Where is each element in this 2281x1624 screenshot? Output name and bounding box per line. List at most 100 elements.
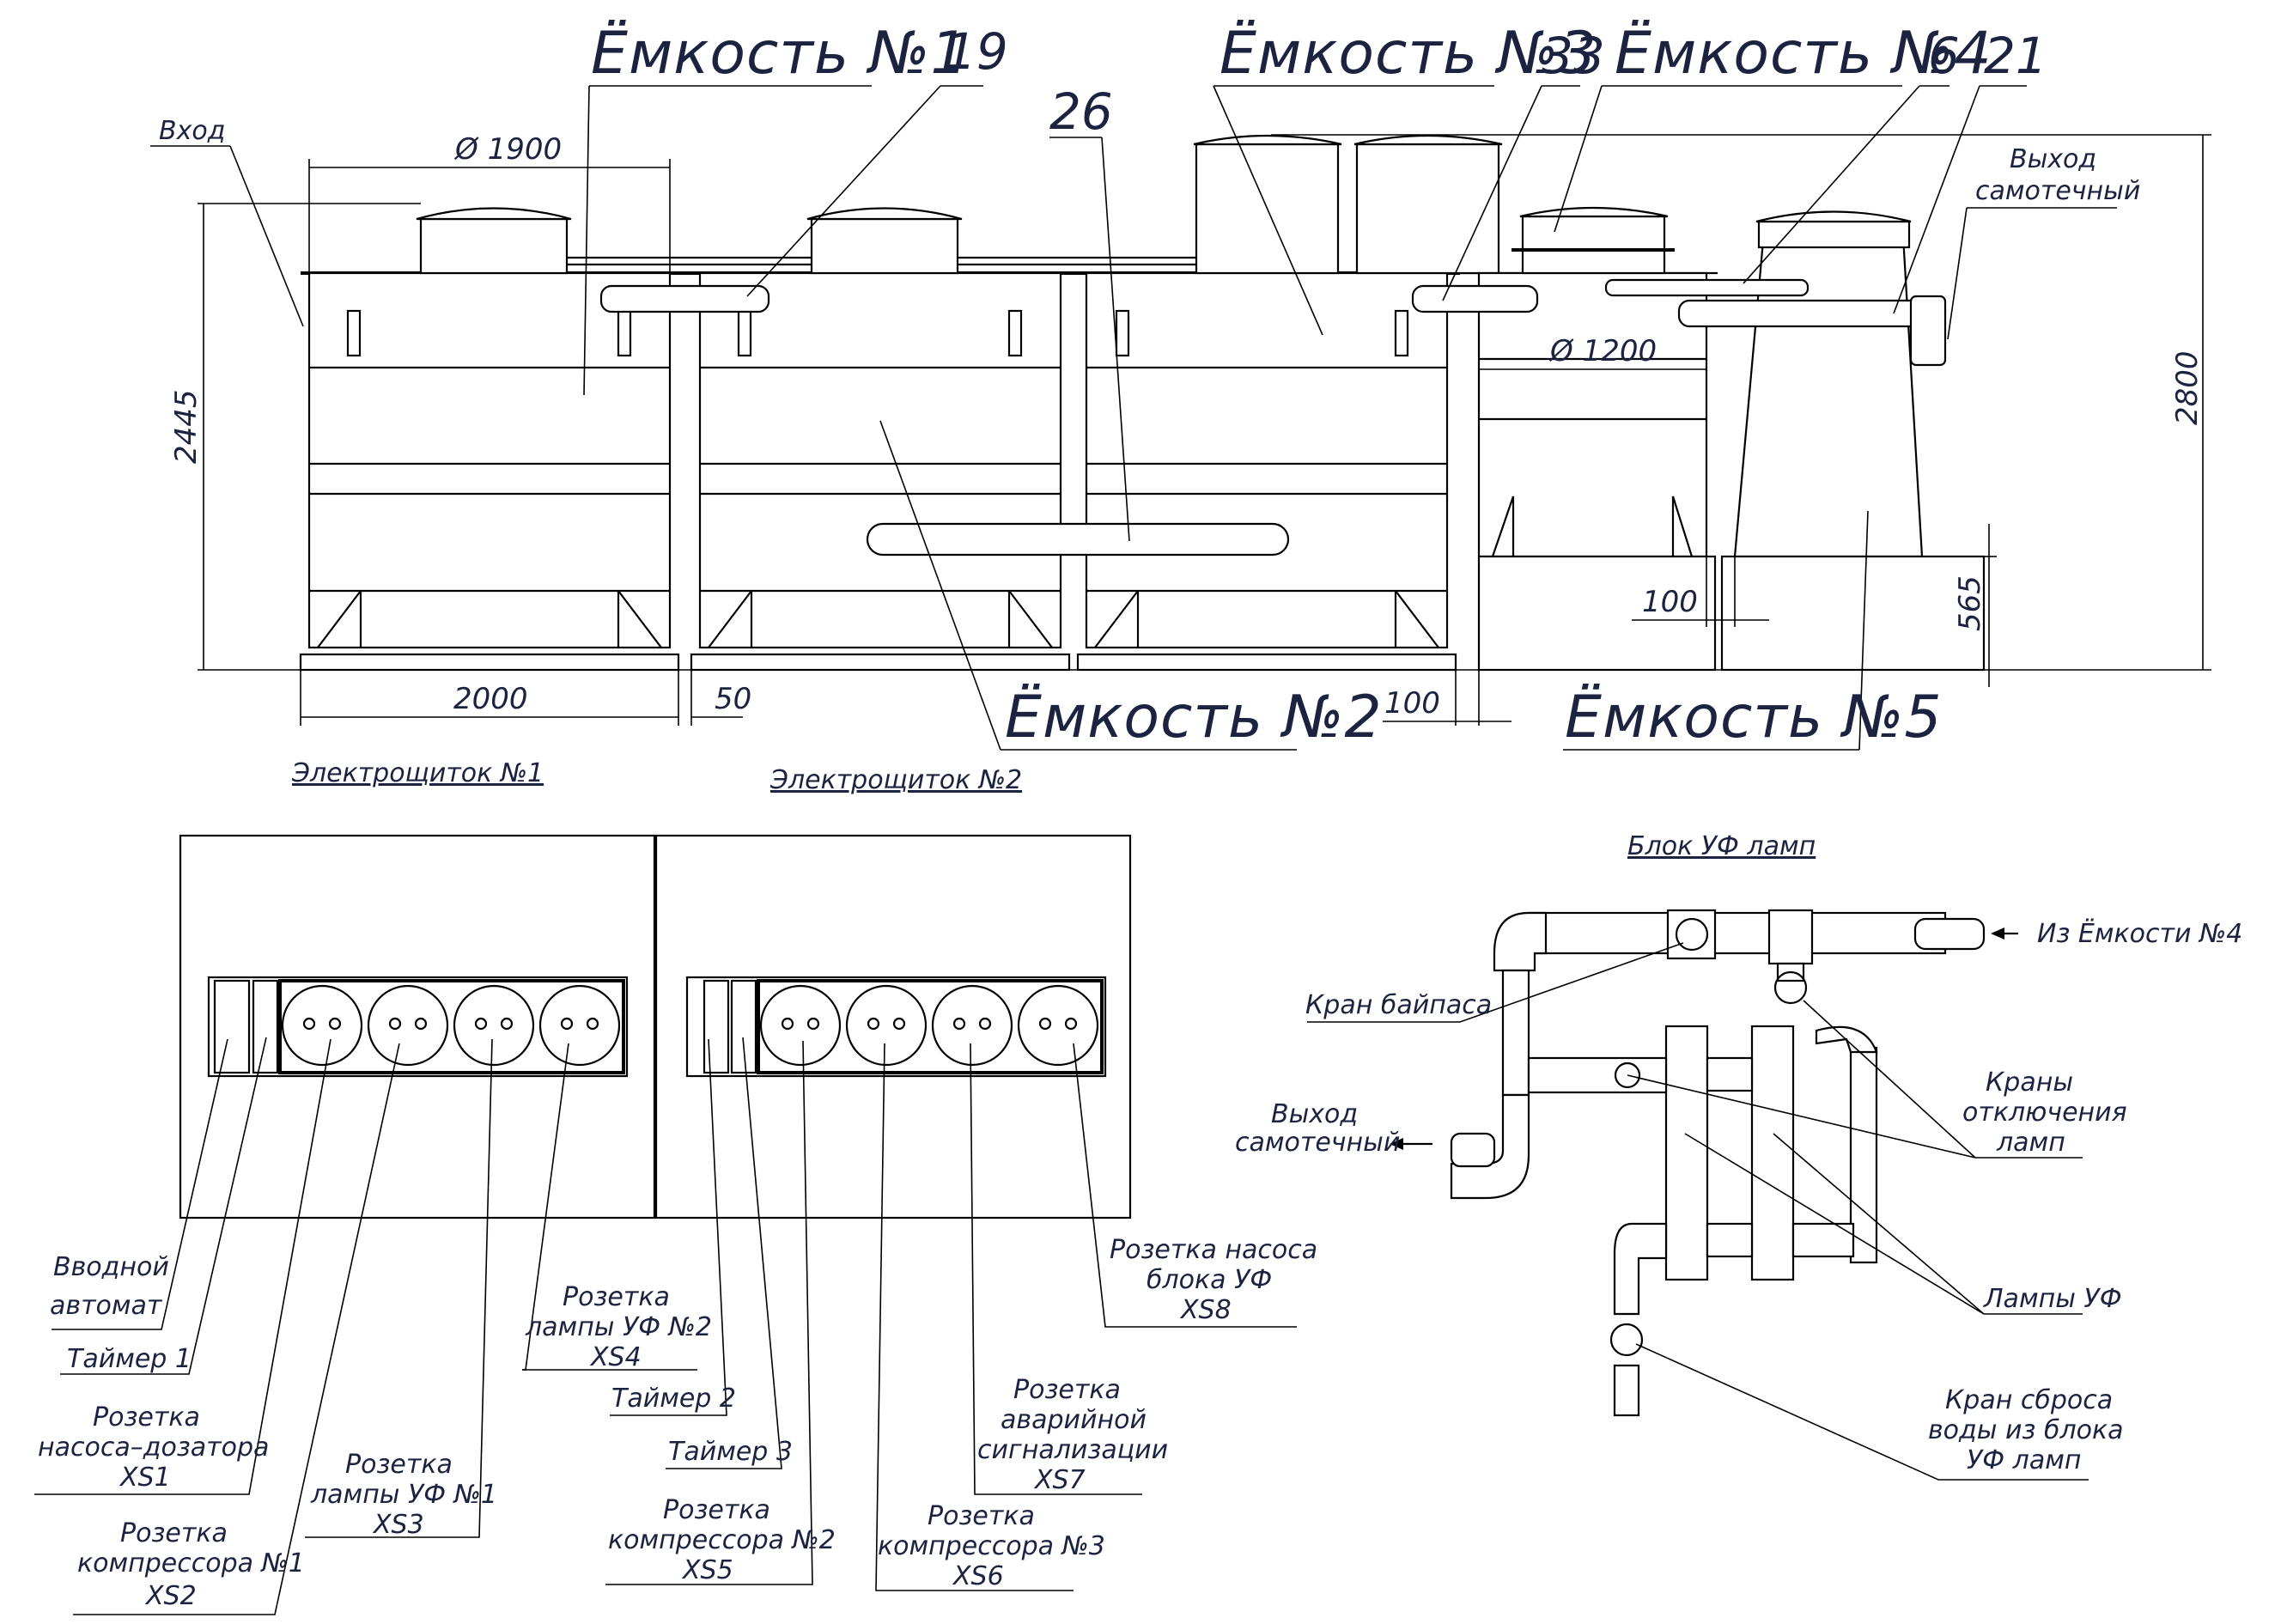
panel-1-labels: Вводной автомат Таймер 1 Розетка насоса–…: [38, 1252, 712, 1611]
label-input-breaker-1: Вводной: [53, 1252, 169, 1282]
panel-2-box: [654, 834, 1132, 1220]
panel-2-strip: [685, 976, 1107, 1078]
tank-1: [299, 207, 680, 672]
panel-1-box: [179, 834, 656, 1220]
panel-2-labels: Таймер 2 Таймер 3 Розетка компрессора №2…: [608, 1235, 1317, 1591]
socket-xs6: [845, 984, 928, 1067]
lamp-shutoff-valve-icon-left: [1614, 1061, 1641, 1089]
label-xs1-1: Розетка: [93, 1402, 200, 1432]
label-xs1-2: насоса–дозатора: [38, 1432, 269, 1463]
dim-100-right: 100: [1642, 585, 1698, 619]
dim-565: 565: [1953, 575, 1987, 631]
callout-26: 26: [1049, 82, 1113, 141]
outlet-label-line2: самотечный: [1975, 176, 2140, 206]
socket-xs3: [453, 984, 535, 1067]
dim-100-bottom: 100: [1384, 686, 1440, 721]
label-xs7-2: аварийной: [1001, 1405, 1147, 1435]
panel-1-strip: [207, 976, 629, 1078]
label-xs8-2: блока УФ: [1147, 1265, 1272, 1295]
label-xs3-3: XS3: [372, 1510, 424, 1540]
tank-2-label: Ёмкость №2: [1005, 684, 1383, 751]
label-xs6-3: XS6: [952, 1561, 1004, 1591]
label-xs4-2: лампы УФ №2: [525, 1312, 712, 1342]
label-xs2-1: Розетка: [120, 1518, 228, 1548]
shutoff-valves-label-2: отключения: [1962, 1098, 2127, 1128]
uv-outlet-label-line1: Выход: [1271, 1099, 1358, 1129]
dim-diameter-1900: Ø 1900: [453, 132, 562, 167]
callout-6: 6: [1928, 27, 1960, 85]
label-xs5-2: компрессора №2: [608, 1525, 836, 1555]
lamp-shutoff-valve-icon-top: [1773, 970, 1808, 1005]
panel-2-leaders: [605, 1037, 1297, 1591]
label-xs8-1: Розетка насоса: [1110, 1235, 1317, 1265]
tank-5-label: Ёмкость №5: [1565, 684, 1943, 751]
tank-3-label: Ёмкость №3: [1220, 20, 1597, 88]
socket-xs5: [759, 984, 842, 1067]
label-xs8-3: XS8: [1179, 1295, 1232, 1325]
leader-lines: [150, 85, 2117, 751]
electrical-panels: Электрощиток №1 Электрощиток №2: [34, 758, 1317, 1615]
label-xs3-2: лампы УФ №1: [310, 1480, 497, 1510]
label-timer-2: Таймер 2: [611, 1384, 736, 1414]
label-xs2-2: компрессора №1: [77, 1548, 305, 1578]
socket-xs1: [281, 984, 363, 1067]
shutoff-valves-label-3: ламп: [1996, 1128, 2065, 1158]
outlet-label-line1: Выход: [2010, 144, 2096, 174]
dimension-lines: [198, 135, 2211, 726]
label-xs7-1: Розетка: [1013, 1375, 1121, 1405]
tank-assembly-view: Ёмкость №1 19 26 Ёмкость №3 33 Ёмкость №…: [150, 20, 2211, 751]
bypass-valve-label: Кран байпаса: [1305, 990, 1492, 1020]
uv-lamp-2: [1750, 1025, 1795, 1281]
drain-valve-icon: [1609, 1323, 1644, 1357]
outlet-arrow-icon: [1390, 1138, 1403, 1150]
label-xs7-4: XS7: [1033, 1465, 1086, 1495]
uv-block-title: Блок УФ ламп: [1627, 831, 1816, 861]
inlet-label: Вход: [159, 116, 225, 146]
socket-xs2: [367, 984, 449, 1067]
tank-4-label: Ёмкость №4: [1615, 20, 1992, 88]
label-xs5-3: XS5: [681, 1555, 733, 1585]
tank-1-label: Ёмкость №1: [591, 20, 969, 88]
shutoff-valves-label-1: Краны: [1986, 1067, 2073, 1098]
uv-lamps-label: Лампы УФ: [1983, 1284, 2122, 1314]
dim-2000: 2000: [453, 682, 528, 716]
bypass-valve-icon: [1675, 917, 1709, 952]
label-timer-3: Таймер 3: [668, 1437, 793, 1467]
dim-2800: 2800: [2170, 350, 2205, 425]
uv-outlet-label-line2: самотечный: [1235, 1128, 1400, 1158]
socket-xs7: [931, 984, 1013, 1067]
label-xs6-1: Розетка: [928, 1501, 1035, 1531]
label-xs3-1: Розетка: [345, 1450, 453, 1480]
drain-valve-label-3: УФ ламп: [1967, 1445, 2081, 1475]
socket-xs4: [538, 984, 621, 1067]
callout-19: 19: [945, 22, 1008, 81]
label-xs2-3: XS2: [144, 1581, 197, 1611]
callout-21: 21: [1984, 27, 2047, 85]
panel-1-title: Электрощиток №1: [291, 758, 544, 788]
label-xs7-3: сигнализации: [977, 1435, 1168, 1465]
label-xs1-3: XS1: [119, 1463, 171, 1493]
label-xs4-3: XS4: [589, 1342, 642, 1372]
uv-lamp-1: [1664, 1025, 1709, 1281]
drain-valve-label-2: воды из блока: [1928, 1415, 2124, 1445]
pipes: [599, 278, 1947, 557]
socket-xs8: [1017, 984, 1099, 1067]
tank-4: [1477, 206, 1717, 672]
tank-2: [690, 207, 1071, 672]
label-xs4-1: Розетка: [563, 1282, 670, 1312]
label-xs6-2: компрессора №3: [878, 1531, 1105, 1561]
drain-valve-label-1: Кран сброса: [1945, 1385, 2113, 1415]
uv-lamp-block: Блок УФ ламп: [1235, 831, 2242, 1481]
label-timer-1: Таймер 1: [67, 1344, 192, 1374]
inlet-arrow-icon: [1991, 928, 2004, 940]
panel-1-leaders: [34, 1037, 697, 1615]
dim-50: 50: [715, 682, 751, 716]
uv-inlet-label: Из Ёмкости №4: [2037, 918, 2242, 949]
callout-33: 33: [1542, 27, 1605, 85]
label-input-breaker-2: автомат: [50, 1291, 163, 1321]
dim-diameter-1200: Ø 1200: [1548, 334, 1657, 368]
label-xs5-1: Розетка: [663, 1495, 770, 1525]
tank-3: [1076, 134, 1503, 672]
panel-2-title: Электрощиток №2: [769, 765, 1022, 795]
